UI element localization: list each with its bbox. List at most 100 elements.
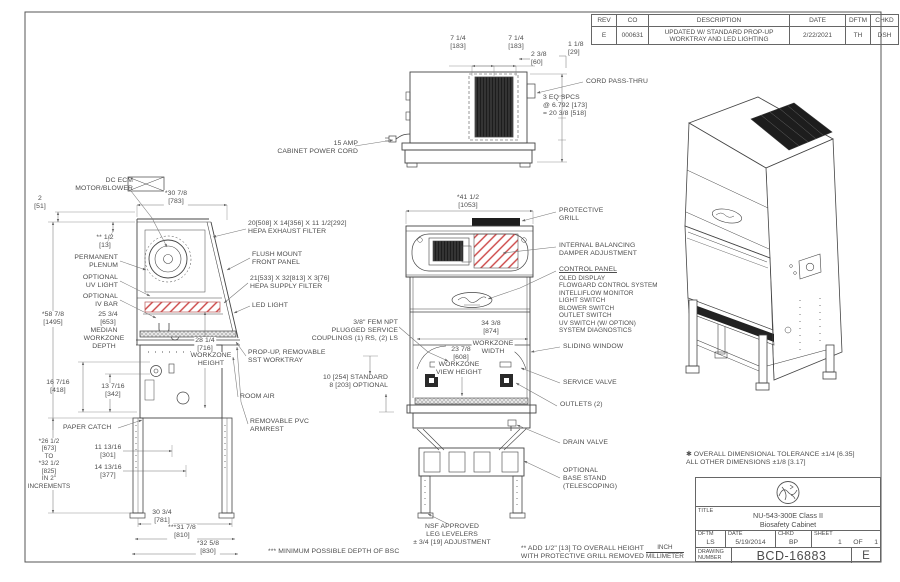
rev-value: E [591,26,617,45]
side-view-dims [48,190,251,556]
label-leg-levelers: NSF APPROVED LEG LEVELERS ± 3/4 [19] ADJ… [413,523,491,547]
dim-30-7-8: *30 7/8 [783] [163,190,189,207]
iso-view-lineart [684,96,843,391]
worktray-side [139,330,237,338]
drawing-number-label: DRAWING NUMBER [698,548,724,561]
co-header: CO [616,14,649,27]
outlet [500,374,513,387]
label-flush-mount-front-panel: FLUSH MOUNT FRONT PANEL [252,251,303,267]
dim-28-1-4: 28 1/4 [716] [194,337,216,354]
protective-grill-block [472,218,520,226]
dim-32-5-8: *32 5/8 [830] [195,540,221,557]
dim-31-7-8: ***31 7/8 [810] [167,524,197,541]
stand-leg [420,475,431,514]
label-permanent-plenum: PERMANENT PLENUM [74,254,118,270]
dim-half: ** 1/2 [13] [96,234,114,250]
title-label: TITLE [698,508,714,514]
label-protective-grill: PROTECTIVE GRILL [559,207,604,223]
title-block: TITLE NU-543-300E Class II Biosafety Cab… [695,477,881,563]
drain-valve-block [507,419,517,427]
note-add-height: ** ADD 1/2" [13] TO OVERALL HEIGHT WITH … [520,545,644,561]
rev-header: REV [591,14,617,27]
dim-58-7-8: *58 7/8 [1495] [40,311,66,328]
date-value: 2/22/2021 [789,26,846,45]
drawing-number: BCD-16883 [756,548,827,563]
dim-23-7-8: 23 7/8 [608] [450,346,472,363]
label-optional-iv-bar: OPTIONAL IV BAR [82,293,118,309]
label-eq-spcs: 3 EQ SPCS @ 6.792 [173] = 20 3/8 [518] [543,94,588,118]
drawing-number-cell: BCD-16883 [732,548,852,563]
label-room-air: ROOM AIR [240,393,275,400]
label-service-valve: SERVICE VALVE [563,379,617,386]
label-motor-blower: DC ECM MOTOR/BLOWER [75,177,133,193]
sheet-label: SHEET [814,531,833,537]
label-optional-base-stand: OPTIONAL BASE STAND (TELESCOPING) [563,467,618,491]
iso-brand-oval-logo [711,208,743,224]
label-control-panel-items: OLED DISPLAY FLOWGARD CONTROL SYSTEM INT… [559,275,658,334]
label-damper-adjustment: INTERNAL BALANCING DAMPER ADJUSTMENT [559,242,637,258]
dim-13-7-16: 13 7/16 [342] [100,383,126,400]
supply-filter-hatch [144,301,221,313]
iso-worktray [689,303,774,342]
label-workzone-height: WORKZONE HEIGHT [189,352,233,369]
drawing-number-label-cell: DRAWING NUMBER [696,548,732,563]
dim-14-13-16: 14 13/16 [377] [93,464,123,481]
label-workzone-view-height: WORKZONE VIEW HEIGHT [434,361,484,378]
dftm-value: TH [845,26,871,45]
dim-34-3-8: 34 3/8 [874] [480,320,502,337]
drawing-title: NU-543-300E Class II Biosafety Cabinet [753,511,823,529]
dim-11-13-16: 11 13/16 [301] [93,444,123,461]
units-legend: INCH MILLIMETER [646,544,684,561]
window-latch [499,361,512,368]
dim-top-left: 7 1/4 [183] [450,35,466,51]
title-block-logo-row [696,478,880,507]
blower [144,235,192,283]
label-paper-catch: PAPER CATCH [63,424,112,431]
dim-25-3-4: 25 3/4 [653] [98,311,118,327]
date-header: DATE [789,14,846,27]
drawing-number-row: DRAWING NUMBER BCD-16883 E [696,548,880,563]
nuaire-logo [776,480,800,504]
note-tolerance: ✱ OVERALL DIMENSIONAL TOLERANCE ±1/4 [6.… [686,451,855,467]
motor-assembly [428,237,470,266]
info-row: DFTM LS DATE 5/19/2014 CHKD BP SHEET 1 O… [696,531,880,548]
exhaust-collar [127,176,165,192]
title-row: TITLE NU-543-300E Class II Biosafety Cab… [696,507,880,531]
date-cell: DATE 5/19/2014 [726,531,776,547]
dim-top-right: 7 1/4 [183] [508,35,524,51]
label-removable-pvc-armrest: REMOVABLE PVC ARMREST [250,418,309,434]
dim-30-3-4: 30 3/4 [781] [151,509,173,526]
dftm-cell: DFTM LS [696,531,726,547]
chkd-cell: CHKD BP [776,531,812,547]
dim-16-7-16: 16 7/16 [418] [46,379,70,395]
label-prop-up-worktray: PROP-UP, REMOVABLE SST WORKTRAY [248,349,326,365]
description-header: DESCRIPTION [648,14,790,27]
chkd-value: DSH [870,26,899,45]
outlet [425,374,438,387]
label-service-couplings: 3/8" FEM NPT PLUGGED SERVICE COUPLINGS (… [311,319,398,343]
dim-tray-height: 10 [254] STANDARD 8 [203] OPTIONAL [322,374,388,390]
dftm-header: DFTM [845,14,871,27]
label-hepa-exhaust-filter: 20[508] X 14[356] X 11 1/2[292] HEPA EXH… [248,220,347,236]
chkd-label: CHKD [778,531,794,537]
dftm-value: LS [706,539,715,546]
sheet-total: 1 [874,539,878,546]
chkd-header: CHKD [870,14,899,27]
dim-41-1-2: *41 1/2 [1053] [456,194,480,210]
co-value: 000631 [616,26,649,45]
dftm-label: DFTM [698,531,714,537]
power-cord [395,133,411,140]
revision-row: E 000631 UPDATED W/ STANDARD PROP-UP WOR… [591,26,899,45]
iso-control-panel [798,253,822,280]
stand-leg [512,475,523,514]
sheet-border [24,11,882,563]
note-min-depth: *** MINIMUM POSSIBLE DEPTH OF BSC [268,548,400,555]
units-inch: INCH [646,544,684,553]
label-outlets: OUTLETS (2) [560,401,603,408]
front-view-dims [363,209,561,525]
label-drain-valve: DRAIN VALVE [563,439,609,446]
revision-table: REV CO DESCRIPTION DATE DFTM CHKD E 0006… [591,14,899,45]
sheet-cell: SHEET 1 OF 1 [812,531,880,547]
top-view-dims [354,55,584,163]
